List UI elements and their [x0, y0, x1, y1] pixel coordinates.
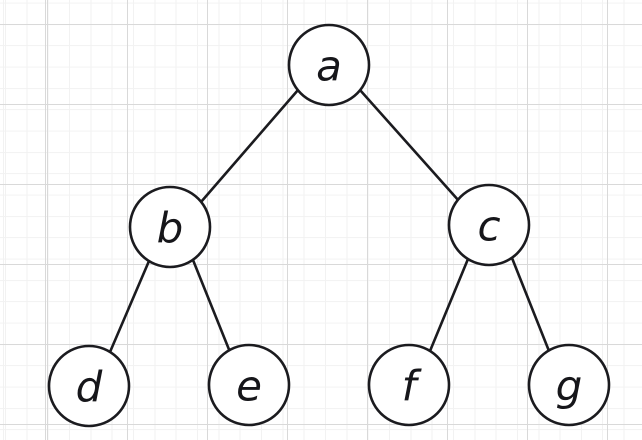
tree-node-d[interactable]: d	[47, 344, 131, 428]
node-label-g: g	[556, 362, 583, 411]
node-circle-e[interactable]	[207, 343, 291, 427]
tree-node-a[interactable]: a	[287, 23, 371, 107]
node-label-e: e	[236, 362, 262, 411]
node-circle-a[interactable]	[287, 23, 371, 107]
node-label-a: a	[316, 42, 342, 91]
tree-edge-a-c	[358, 88, 461, 203]
tree-edge-c-f	[428, 257, 470, 353]
tree-edge-c-g	[510, 256, 551, 353]
tree-edges-group	[108, 88, 551, 354]
node-circle-c[interactable]	[447, 183, 531, 267]
node-label-b: b	[157, 204, 184, 253]
tree-node-f[interactable]: f	[367, 343, 451, 427]
tree-node-c[interactable]: c	[447, 183, 531, 267]
tree-node-b[interactable]: b	[128, 185, 212, 269]
node-label-d: d	[76, 363, 103, 412]
tree-nodes-group: a b c d e f g	[47, 23, 611, 428]
tree-edge-b-e	[191, 258, 232, 354]
node-circle-f[interactable]	[367, 343, 451, 427]
tree-node-g[interactable]: g	[527, 343, 611, 427]
tree-edge-b-d	[108, 259, 151, 354]
node-circle-d[interactable]	[47, 344, 131, 428]
node-circle-b[interactable]	[128, 185, 212, 269]
tree-edge-a-b	[199, 88, 300, 204]
node-circle-g[interactable]	[527, 343, 611, 427]
node-label-c: c	[477, 202, 500, 251]
tree-node-e[interactable]: e	[207, 343, 291, 427]
